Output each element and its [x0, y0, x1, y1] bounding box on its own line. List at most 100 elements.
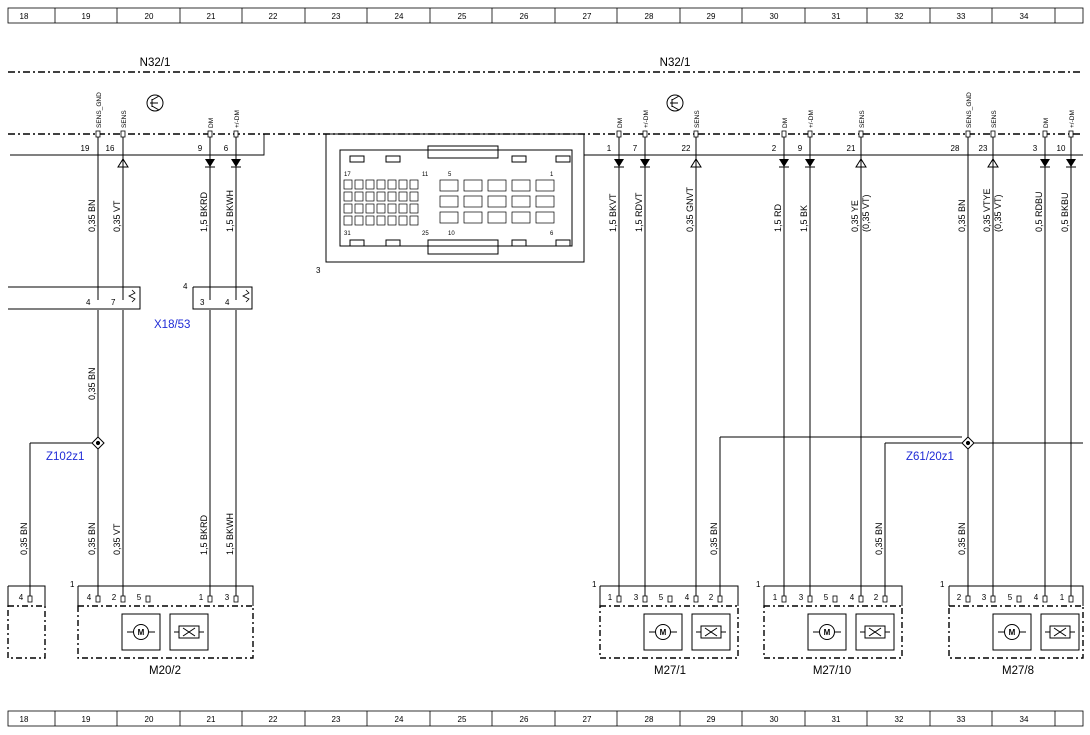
pin-socket: [233, 595, 239, 603]
plug-cavity: [398, 203, 408, 214]
plug-cavity: [439, 179, 459, 192]
plug-pin-number: 1: [550, 172, 554, 178]
grid-label-21: 21: [207, 715, 216, 724]
actuator-pin-number: 1: [1060, 593, 1065, 602]
actuator-pin-number: 1: [199, 593, 204, 602]
pin-socket: [233, 130, 239, 138]
actuator-pin-number: 2: [709, 593, 714, 602]
plug-cavity: [365, 215, 375, 226]
grid-label-32: 32: [895, 715, 904, 724]
plug-pin-number: 31: [344, 231, 351, 237]
pin-socket: [616, 595, 622, 603]
grid-label-19: 19: [82, 715, 91, 724]
actuator-pin-number: 5: [824, 593, 829, 602]
wire-label: 1,5 BKWH: [225, 190, 235, 232]
plug-cavity: [398, 215, 408, 226]
grid-label-25: 25: [458, 12, 467, 21]
wire-label: 0,35 BN: [87, 199, 97, 232]
pin-signal-label: +/-DM: [643, 110, 650, 128]
actuator-label-m27-1[interactable]: M27/1: [654, 665, 686, 677]
plug-cavity: [535, 211, 555, 224]
pin-number: 10: [1057, 144, 1066, 153]
grid-label-32: 32: [895, 12, 904, 21]
plug-cavity: [535, 179, 555, 192]
grid-label-20: 20: [145, 715, 154, 724]
motor-glyph: M: [824, 628, 831, 637]
motor-circle: [1004, 624, 1020, 640]
pin-socket: [832, 595, 838, 603]
plug-cavity: [463, 211, 483, 224]
plug-cavity: [365, 179, 375, 190]
motor-icon: M: [992, 613, 1032, 651]
pin-socket: [95, 130, 101, 138]
grid-label-33: 33: [957, 715, 966, 724]
pin-socket: [965, 595, 971, 603]
wire-label: 0,35 BN: [709, 522, 719, 555]
plug-cavity: [343, 203, 353, 214]
actuator-label-m27-8[interactable]: M27/8: [1002, 665, 1034, 677]
grid-label-29: 29: [707, 12, 716, 21]
pin-socket: [965, 130, 971, 138]
connector-x18-53-label[interactable]: X18/53: [154, 319, 190, 331]
grid-label-24: 24: [395, 12, 404, 21]
motor-circle: [819, 624, 835, 640]
actuator-pin-number: 4: [685, 593, 690, 602]
actuator-pin-strip: [764, 585, 903, 606]
actuator-pin-number: 1: [773, 593, 778, 602]
pin-socket: [616, 130, 622, 138]
plug-cavity: [376, 191, 386, 202]
pin-socket: [642, 595, 648, 603]
motor-icon: M: [807, 613, 847, 651]
pin-number: 19: [81, 144, 90, 153]
wires: [29, 137, 1083, 596]
actuator-pin-number: 5: [659, 593, 664, 602]
grid-label-20: 20: [145, 12, 154, 21]
top-grid-ruler: 18 19 20 21 22 23 24 25 26 27 28 29 30 3…: [7, 7, 1084, 24]
grid-label-28: 28: [645, 715, 654, 724]
actuator-ref: 1: [756, 580, 761, 589]
wire-label-alt: (0,35 VT): [861, 194, 871, 232]
plug-cavity: [387, 179, 397, 190]
wire-label: 0,35 VT: [112, 523, 122, 555]
position-sensor-icon: [855, 613, 895, 651]
actuator-label-m27-10[interactable]: M27/10: [813, 665, 851, 677]
plug-ref-label: 3: [316, 266, 321, 275]
motor-glyph: M: [660, 628, 667, 637]
pin-signal-label: SENS_GND: [966, 92, 973, 128]
plug-cavity: [511, 179, 531, 192]
actuator-housing: [77, 605, 254, 659]
pin-signal-label: SENS: [991, 110, 998, 128]
pin-socket: [781, 130, 787, 138]
plug-cavity: [365, 191, 375, 202]
actuator-pin-number: 3: [799, 593, 804, 602]
grid-label-34: 34: [1020, 12, 1029, 21]
sensor-cross: [182, 627, 196, 637]
grid-label-25: 25: [458, 715, 467, 724]
actuator-pin-number: 4: [850, 593, 855, 602]
motor-icon: M: [643, 613, 683, 651]
splice-z61-20z1-label[interactable]: Z61/20z1: [906, 451, 954, 463]
actuator-ref: 1: [592, 580, 597, 589]
pin-number: 16: [106, 144, 115, 153]
actuator-pin-number: 5: [1008, 593, 1013, 602]
splice-z102z1-label[interactable]: Z102z1: [46, 451, 84, 463]
motor-glyph: M: [138, 628, 145, 637]
grid-label-22: 22: [269, 715, 278, 724]
actuator-label-m20-2[interactable]: M20/2: [149, 665, 181, 677]
wire-label: 1,5 BKVT: [608, 193, 618, 232]
plug-cavity: [387, 215, 397, 226]
plug-cavity: [409, 215, 419, 226]
control-unit-label-right: N32/1: [660, 57, 691, 69]
wire-label: 0,35 YE: [850, 200, 860, 232]
plug-cavity: [463, 195, 483, 208]
grid-label-27: 27: [583, 12, 592, 21]
plug-cavity: [535, 195, 555, 208]
wire-label: 0,35 BN: [87, 522, 97, 555]
x18-53-pin-3: 3: [200, 298, 205, 307]
pin-socket: [858, 130, 864, 138]
plug-pin-number: 17: [344, 172, 351, 178]
